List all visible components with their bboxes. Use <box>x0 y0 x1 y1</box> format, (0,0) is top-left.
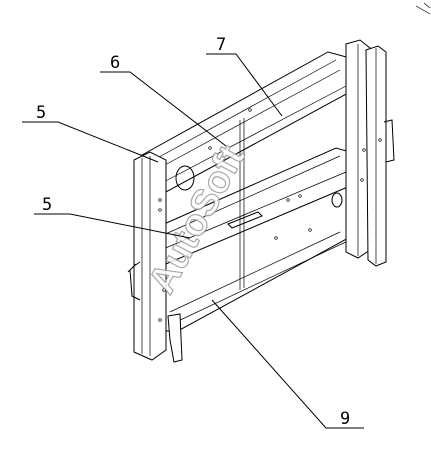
callout-label-5-upper: 5 <box>36 103 46 123</box>
leader-lines <box>22 53 364 429</box>
callout-label-9: 9 <box>340 409 350 429</box>
corner-mark <box>415 2 431 15</box>
frame-assembly <box>127 39 395 363</box>
callout-label-5-lower: 5 <box>42 195 52 215</box>
callout-label-6: 6 <box>110 53 120 73</box>
callout-label-7: 7 <box>216 35 226 55</box>
